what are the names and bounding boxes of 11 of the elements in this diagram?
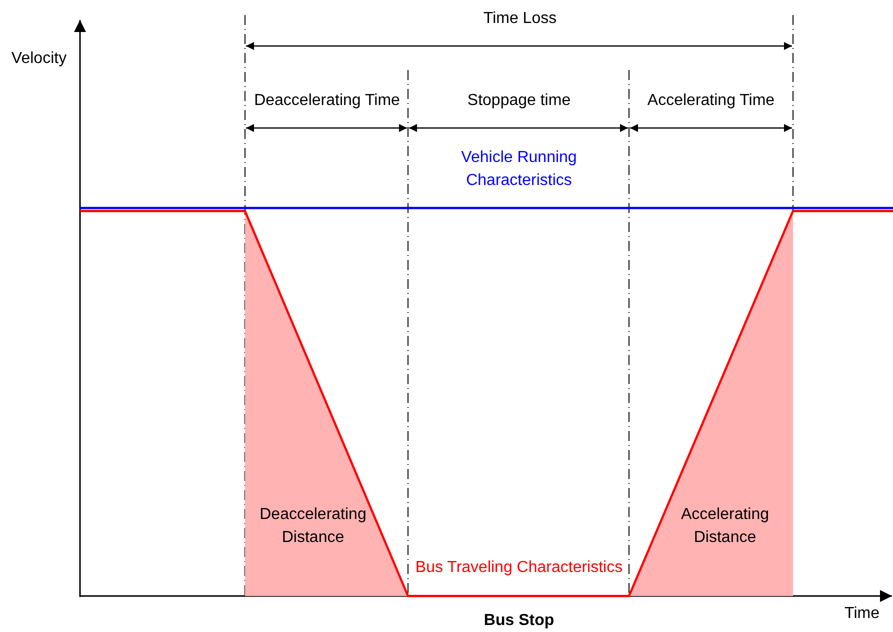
area-label: Deaccelerating Distance [258, 505, 368, 548]
curve-label: Vehicle Running Characteristics [460, 148, 578, 191]
dimension-label: Accelerating Time [647, 91, 775, 111]
axis-label: Velocity [11, 49, 67, 69]
dimension-label: Time Loss [483, 9, 557, 29]
curve-label: Bus Traveling Characteristics [415, 558, 623, 578]
dimension-label: Stoppage time [467, 91, 571, 111]
axis-label: Time [844, 604, 880, 624]
dimension-label: Deaccelerating Time [254, 91, 400, 111]
axis-label: Bus Stop [484, 611, 554, 631]
area-label: Accelerating Distance [680, 505, 770, 548]
